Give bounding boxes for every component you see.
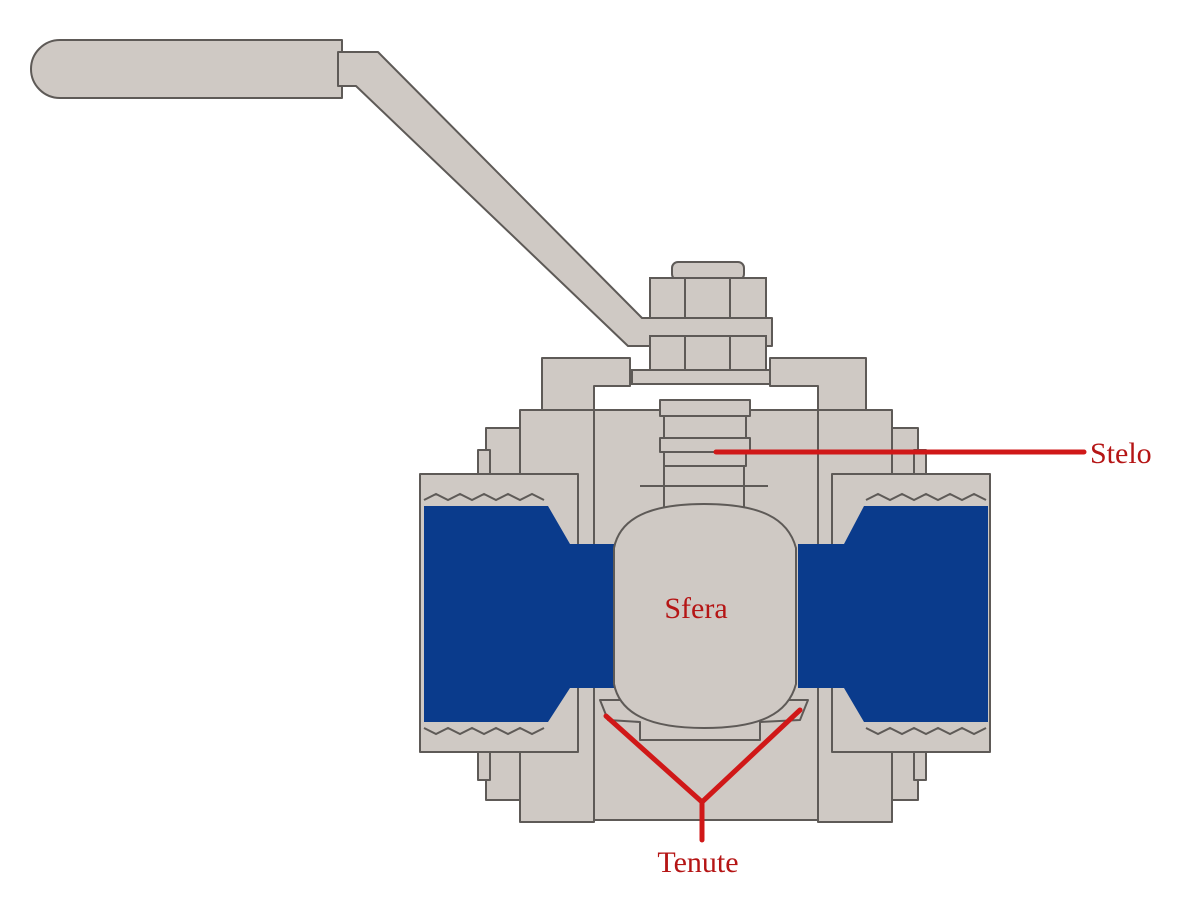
handle-lever-arm xyxy=(337,51,773,347)
valve-ball xyxy=(613,502,797,730)
fluid-passage-left xyxy=(424,506,614,722)
stem-label: Stelo xyxy=(1090,437,1152,470)
leader-lines xyxy=(603,449,1087,843)
seal-leader-left xyxy=(603,713,705,805)
handle-grip xyxy=(30,39,343,99)
stem-nut xyxy=(631,261,771,385)
seals-label: Tenute xyxy=(657,846,738,879)
fluid-passage-right xyxy=(798,506,988,722)
threads xyxy=(423,492,987,736)
ball-label: Sfera xyxy=(664,592,727,625)
seal-leader-right xyxy=(699,707,803,805)
valve-handle xyxy=(30,39,773,347)
fluid-passage xyxy=(424,506,988,722)
